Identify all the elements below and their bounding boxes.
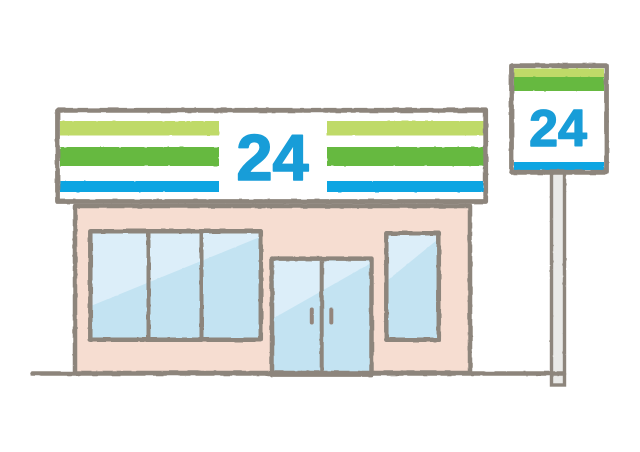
svg-text:24: 24: [236, 121, 308, 194]
svg-text:24: 24: [529, 100, 587, 158]
